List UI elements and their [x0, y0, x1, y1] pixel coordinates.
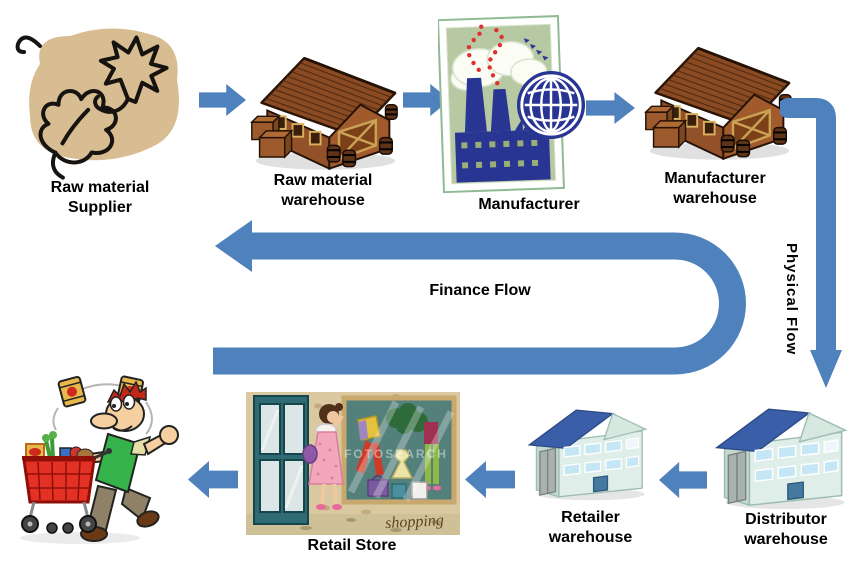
retail-store-label: Retail Store — [307, 537, 397, 554]
customer-icon — [20, 375, 179, 544]
finance-flow-arrow-icon — [213, 220, 746, 375]
raw-material-supplier-icon — [15, 28, 179, 180]
raw-material-warehouse-icon — [246, 50, 401, 172]
physical-flow-arrow-icon — [780, 98, 842, 388]
watermark-text: FOTOSEARCH — [344, 447, 448, 461]
retailer-warehouse-icon — [526, 388, 656, 506]
globe-icon — [516, 70, 586, 140]
manufacturer-label: Manufacturer — [478, 196, 580, 213]
arrow-retailer-warehouse-to-store-icon — [465, 461, 515, 498]
arrow-supplier-to-raw-warehouse-icon — [199, 84, 246, 116]
manufacturer-warehouse-icon — [640, 40, 795, 162]
finance-flow-label: Finance Flow — [429, 282, 531, 299]
arrow-store-to-customer-icon — [188, 461, 238, 498]
distributor-warehouse-icon — [712, 390, 858, 510]
retail-store-icon: FOTOSEARCH shopping — [246, 392, 460, 535]
arrow-manufacturer-to-mfg-warehouse-icon — [586, 92, 635, 124]
physical-flow-label: Physical Flow — [783, 242, 800, 356]
arrow-distributor-to-retailer-icon — [659, 462, 707, 498]
shopping-script-text: shopping — [385, 512, 444, 532]
